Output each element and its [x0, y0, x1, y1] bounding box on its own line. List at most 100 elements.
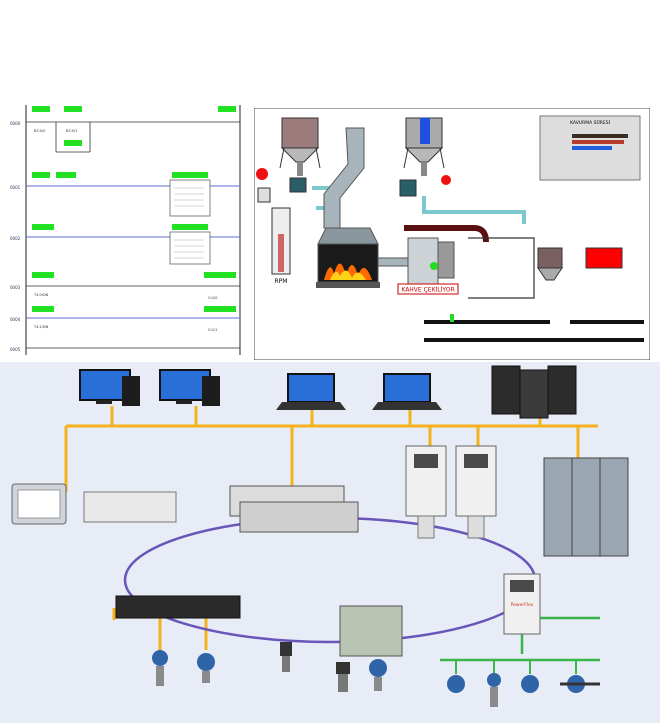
contact-address: B3:0/0	[34, 129, 45, 133]
hopper-body	[281, 117, 319, 149]
timer-tag-highlight	[172, 172, 208, 178]
mini-chart-bar	[572, 146, 612, 150]
hopper-leg	[403, 147, 409, 169]
mini-chart-bar	[572, 134, 628, 138]
drive-display	[414, 454, 438, 468]
rung-number: 0004	[10, 317, 21, 322]
conveyor-belt	[570, 320, 644, 324]
hopper-valve	[297, 162, 303, 176]
server	[519, 369, 549, 419]
level-transmitter	[369, 659, 387, 691]
left-fan-motor	[289, 177, 307, 193]
flow-meter	[152, 650, 168, 686]
ethernet-switch	[115, 595, 241, 619]
compact-drive-display	[510, 580, 534, 592]
cooling-tray	[468, 237, 535, 299]
instrument-head	[521, 675, 539, 693]
laptop-base	[276, 402, 346, 410]
field-instrument-1	[447, 675, 465, 693]
laptop-base	[372, 402, 442, 410]
small-tank-funnel	[537, 267, 563, 281]
hopper-valve	[421, 162, 427, 176]
air-duct	[422, 196, 526, 224]
ladder-logic-panel: 0000 B3:0/0 B3:0/1 0001 0002 0003 T4:0/D…	[8, 100, 248, 358]
plc-chassis-rack	[239, 501, 359, 533]
hopper-leg	[439, 147, 445, 169]
workstation-1	[79, 369, 140, 406]
plc-chassis	[229, 485, 359, 533]
contact-tag-highlight	[32, 172, 50, 178]
instrument-head	[447, 675, 465, 693]
conveyor-belt	[424, 338, 644, 342]
laptop-screen	[383, 373, 431, 403]
conveyor-belt	[424, 320, 550, 324]
hmi-screen	[17, 489, 61, 519]
instrument-body	[374, 677, 382, 691]
left-hopper	[279, 117, 321, 176]
timer-block	[169, 179, 211, 217]
field-instrument-2	[487, 673, 501, 707]
contact-tag-highlight	[32, 272, 54, 278]
instrument-body	[282, 656, 290, 672]
instrument-head	[197, 653, 215, 671]
alarm-indicator	[585, 247, 623, 269]
hopper-funnel	[280, 147, 320, 163]
desktop-monitor	[79, 369, 131, 401]
drive-base	[417, 515, 435, 539]
field-instrument-4	[560, 675, 600, 693]
kahve-cekiliyor-label: KAHVE ÇEKİLİYOR	[401, 287, 454, 294]
right-status-light	[441, 175, 451, 185]
contact-tag-highlight	[64, 106, 82, 112]
valve-actuator	[280, 642, 292, 672]
laptop-2	[372, 373, 442, 410]
pressure-transmitter	[197, 653, 215, 683]
fire-core	[330, 270, 366, 280]
coil-tag-highlight	[204, 306, 236, 312]
instrument-body	[202, 671, 210, 683]
server-rack	[491, 365, 577, 419]
server	[491, 365, 521, 415]
timer-tag-highlight	[172, 224, 208, 230]
left-status-light	[256, 168, 268, 180]
workstation-2	[159, 369, 220, 406]
compact-plc	[83, 491, 177, 523]
control-valve	[336, 662, 350, 692]
network-architecture-panel: PowerFlex	[0, 362, 660, 723]
mcc-cabinet	[543, 457, 629, 557]
roaster-running-light	[430, 262, 438, 270]
rung-number: 0003	[10, 285, 21, 290]
instrument-body	[156, 666, 164, 686]
rung-number: 0002	[10, 236, 21, 241]
hopper-funnel	[404, 147, 444, 163]
control-switch	[257, 187, 271, 203]
hopper-level	[420, 118, 430, 144]
furnace-base	[316, 282, 380, 288]
rpm-label: RPM	[275, 278, 288, 285]
roaster-motor	[437, 241, 455, 279]
coil-tag-highlight	[218, 106, 236, 112]
drive-brand-label: PowerFlex	[511, 602, 534, 608]
mini-chart-title: KAVURMA SÜRESİ	[570, 119, 610, 126]
right-hopper	[403, 117, 445, 176]
timer-block	[169, 231, 211, 265]
contact-address: T4:1/DN	[33, 325, 49, 329]
instrument-body	[490, 687, 498, 707]
pc-tower	[202, 376, 220, 406]
field-instrument-3	[521, 675, 539, 693]
instrument-head	[369, 659, 387, 677]
laptop-screen	[287, 373, 335, 403]
mcc-body	[543, 457, 629, 557]
instrument-head	[336, 662, 350, 674]
instrument-head	[280, 642, 292, 656]
point-io-module	[339, 605, 403, 657]
instrument-head	[152, 650, 168, 666]
drive-1	[405, 445, 447, 539]
contact-tag-highlight	[32, 106, 50, 112]
right-fan-motor	[399, 179, 417, 197]
roaster-pipe	[404, 225, 489, 243]
hopper-leg	[315, 147, 321, 169]
monitor-stand	[176, 400, 192, 404]
coil-address: O:2/1	[208, 328, 218, 332]
branch-tag-highlight	[64, 140, 82, 146]
instrument-body	[338, 674, 348, 692]
